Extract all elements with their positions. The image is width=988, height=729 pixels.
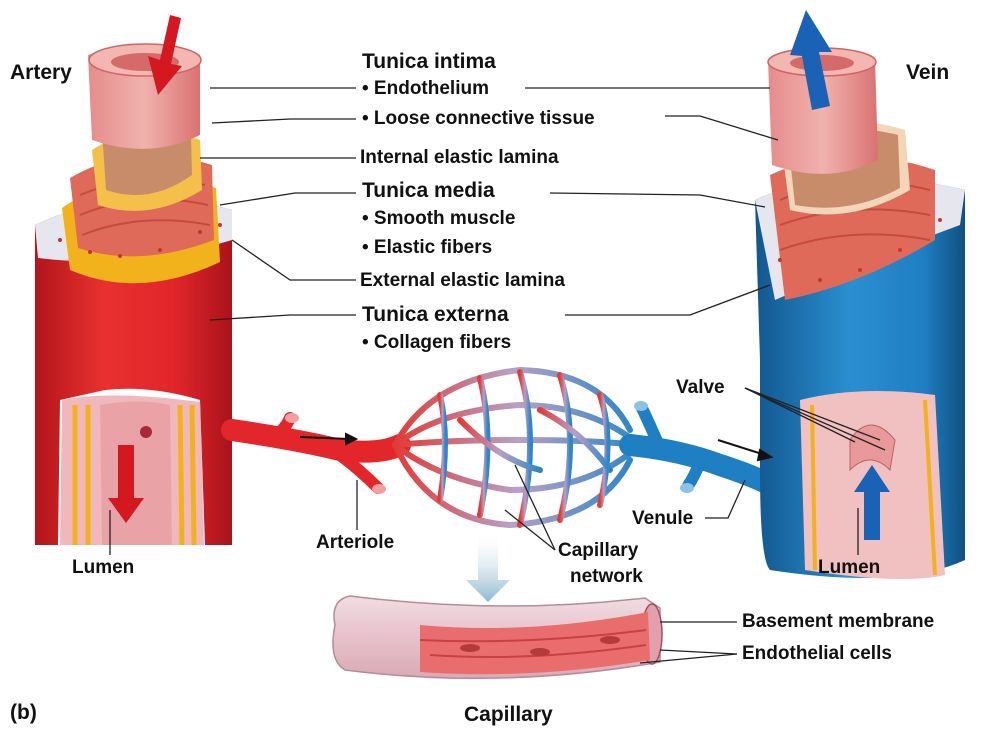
arteriole-label: Arteriole <box>316 532 394 554</box>
vein-label: Vein <box>906 62 949 84</box>
endothelial-cells-label: Endothelial cells <box>742 643 892 665</box>
endothelium-label: • Endothelium <box>362 78 489 100</box>
internal-elastic-label: Internal elastic lamina <box>360 147 559 169</box>
capillary-tube-illustration <box>333 596 662 678</box>
arteriole-illustration <box>232 413 400 494</box>
vein-illustration <box>755 10 965 579</box>
artery-label: Artery <box>10 62 72 84</box>
venule-illustration <box>630 401 780 493</box>
lumen-label-artery: Lumen <box>72 557 134 579</box>
basement-membrane-label: Basement membrane <box>742 611 934 633</box>
venule-label: Venule <box>632 508 693 530</box>
tunica-intima-label: Tunica intima <box>362 51 496 73</box>
external-elastic-label: External elastic lamina <box>360 270 565 292</box>
capillary-network-label-line2: network <box>570 566 643 588</box>
valve-label: Valve <box>676 377 725 399</box>
tunica-externa-label: Tunica externa <box>362 304 509 326</box>
elastic-fibers-label: • Elastic fibers <box>362 237 492 259</box>
capillary-network-illustration <box>395 370 640 525</box>
loose-connective-label: • Loose connective tissue <box>362 108 595 130</box>
capillary-network-label-line1: Capillary <box>558 540 638 562</box>
artery-illustration <box>35 15 232 545</box>
zoom-arrow <box>466 535 510 602</box>
collagen-fibers-label: • Collagen fibers <box>362 332 511 354</box>
capillary-title: Capillary <box>464 704 553 726</box>
smooth-muscle-label: • Smooth muscle <box>362 208 515 230</box>
figure-tag: (b) <box>10 702 37 724</box>
tunica-media-label: Tunica media <box>362 180 495 202</box>
lumen-label-vein: Lumen <box>818 557 880 579</box>
